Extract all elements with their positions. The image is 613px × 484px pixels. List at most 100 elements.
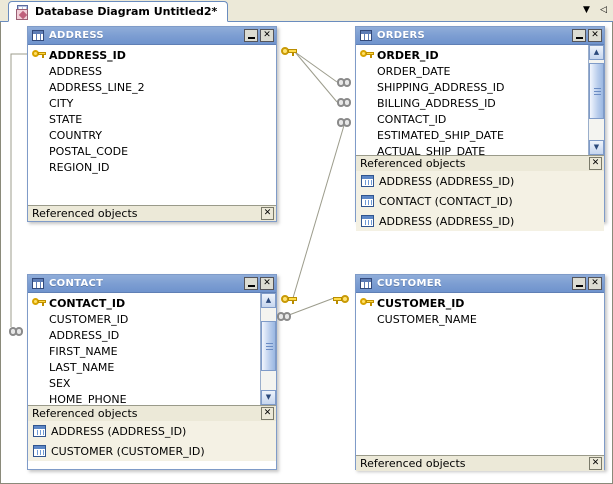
column-row[interactable]: CUSTOMER_NAME <box>356 311 604 327</box>
referenced-objects-label: Referenced objects <box>32 207 138 220</box>
tab-list-dropdown-icon[interactable]: ▼ <box>583 5 590 15</box>
column-row[interactable]: SEX <box>28 375 260 391</box>
column-row[interactable]: BILLING_ADDRESS_ID <box>356 95 588 111</box>
column-name: COUNTRY <box>49 128 102 142</box>
referenced-object-row[interactable]: CONTACT (CONTACT_ID) <box>356 191 604 211</box>
tab-strip: Database Diagram Untitled2* ▼ ◁ <box>0 0 613 22</box>
scrollbar-thumb[interactable] <box>589 63 604 119</box>
link-orders-shipping-icon[interactable] <box>337 78 353 87</box>
table-name: ADDRESS <box>49 30 104 41</box>
tab-database-diagram[interactable]: Database Diagram Untitled2* <box>8 1 229 22</box>
referenced-object-row[interactable]: ADDRESS (ADDRESS_ID) <box>28 421 276 441</box>
primary-key-icon <box>32 297 46 307</box>
link-orders-billing-icon[interactable] <box>337 98 353 107</box>
key-contact-left-icon[interactable] <box>281 294 297 305</box>
table-header-customer[interactable]: CUSTOMER✕ <box>356 275 604 293</box>
rel-orders-billing-address[interactable] <box>294 51 338 103</box>
link-orders-contact-icon[interactable] <box>337 118 353 127</box>
referenced-object-row[interactable]: ADDRESS (ADDRESS_ID) <box>356 171 604 191</box>
minimize-button[interactable] <box>244 29 258 42</box>
table-icon <box>32 278 44 289</box>
column-row[interactable]: LAST_NAME <box>28 359 260 375</box>
referenced-objects-bar-orders: Referenced objects ✕ <box>356 155 604 171</box>
column-row-pk[interactable]: CUSTOMER_ID <box>356 295 604 311</box>
close-button[interactable]: ✕ <box>588 29 602 42</box>
column-name: HOME_PHONE <box>49 392 127 406</box>
column-name: ADDRESS_ID <box>49 328 120 342</box>
rel-contact-address[interactable] <box>10 53 27 327</box>
key-address-right-icon[interactable] <box>281 46 297 57</box>
minimize-button[interactable] <box>572 29 586 42</box>
column-name: ACTUAL_SHIP_DATE <box>377 144 486 156</box>
column-row[interactable]: ADDRESS_LINE_2 <box>28 79 276 95</box>
scroll-up-icon[interactable]: ▲ <box>261 293 276 308</box>
column-row[interactable]: CUSTOMER_ID <box>28 311 260 327</box>
rel-orders-shipping-address[interactable] <box>294 51 338 83</box>
referenced-objects-bar-customer: Referenced objects✕ <box>356 455 604 471</box>
link-contact-address-icon[interactable] <box>277 312 293 321</box>
column-name: CITY <box>49 96 74 110</box>
primary-key-icon <box>32 49 46 59</box>
close-button[interactable]: ✕ <box>588 277 602 290</box>
column-row[interactable]: POSTAL_CODE <box>28 143 276 159</box>
column-row[interactable]: SHIPPING_ADDRESS_ID <box>356 79 588 95</box>
column-row[interactable]: COUNTRY <box>28 127 276 143</box>
column-row[interactable]: ADDRESS_ID <box>28 327 260 343</box>
close-button[interactable]: ✕ <box>260 29 274 42</box>
scroll-down-icon[interactable]: ▼ <box>261 390 276 405</box>
column-name: CUSTOMER_ID <box>49 312 129 326</box>
key-icon-wrap <box>360 297 374 309</box>
referenced-object-row[interactable]: CUSTOMER (CUSTOMER_ID) <box>28 441 276 461</box>
minimize-button[interactable] <box>244 277 258 290</box>
table-header-contact[interactable]: CONTACT✕ <box>28 275 276 293</box>
link-address-contact-left-icon[interactable] <box>9 327 25 336</box>
column-row-pk[interactable]: CONTACT_ID <box>28 295 260 311</box>
close-button[interactable]: ✕ <box>260 277 274 290</box>
column-row[interactable]: ADDRESS <box>28 63 276 79</box>
table-ref-icon <box>361 215 374 227</box>
column-row-pk[interactable]: ADDRESS_ID <box>28 47 276 63</box>
column-row[interactable]: CITY <box>28 95 276 111</box>
column-name: CUSTOMER_ID <box>377 296 465 310</box>
referenced-objects-label: Referenced objects <box>360 157 466 170</box>
key-icon-wrap <box>32 49 46 61</box>
scroll-down-icon[interactable]: ▼ <box>589 140 604 155</box>
referenced-objects-close-icon[interactable]: ✕ <box>589 457 602 470</box>
key-customer-left-icon[interactable] <box>333 294 349 305</box>
vertical-scrollbar-orders[interactable]: ▲▼ <box>588 45 604 155</box>
column-name: CONTACT_ID <box>377 112 447 126</box>
column-row[interactable]: ACTUAL_SHIP_DATE <box>356 143 588 156</box>
column-name: CONTACT_ID <box>49 296 126 310</box>
column-row[interactable]: HOME_PHONE <box>28 391 260 406</box>
table-ref-icon <box>33 425 46 437</box>
scroll-up-icon[interactable]: ▲ <box>589 45 604 60</box>
referenced-objects-close-icon[interactable]: ✕ <box>261 407 274 420</box>
rel-orders-contact[interactable] <box>292 121 346 299</box>
minimize-button[interactable] <box>572 277 586 290</box>
table-icon <box>360 30 372 41</box>
referenced-objects-close-icon[interactable]: ✕ <box>261 207 274 220</box>
referenced-object-row[interactable]: ADDRESS (ADDRESS_ID) <box>356 211 604 231</box>
column-row[interactable]: REGION_ID <box>28 159 276 175</box>
vertical-scrollbar-contact[interactable]: ▲▼ <box>260 293 276 405</box>
column-row[interactable]: FIRST_NAME <box>28 343 260 359</box>
table-header-address[interactable]: ADDRESS ✕ <box>28 27 276 45</box>
scrollbar-thumb[interactable] <box>261 321 276 371</box>
column-row[interactable]: CONTACT_ID <box>356 111 588 127</box>
table-header-orders[interactable]: ORDERS✕ <box>356 27 604 45</box>
referenced-objects-close-icon[interactable]: ✕ <box>589 157 602 170</box>
column-row[interactable]: STATE <box>28 111 276 127</box>
column-row[interactable]: ORDER_DATE <box>356 63 588 79</box>
column-row-pk[interactable]: ORDER_ID <box>356 47 588 63</box>
tab-close-icon[interactable]: ◁ <box>600 5 607 15</box>
column-name: SHIPPING_ADDRESS_ID <box>377 80 505 94</box>
column-row[interactable]: ESTIMATED_SHIP_DATE <box>356 127 588 143</box>
